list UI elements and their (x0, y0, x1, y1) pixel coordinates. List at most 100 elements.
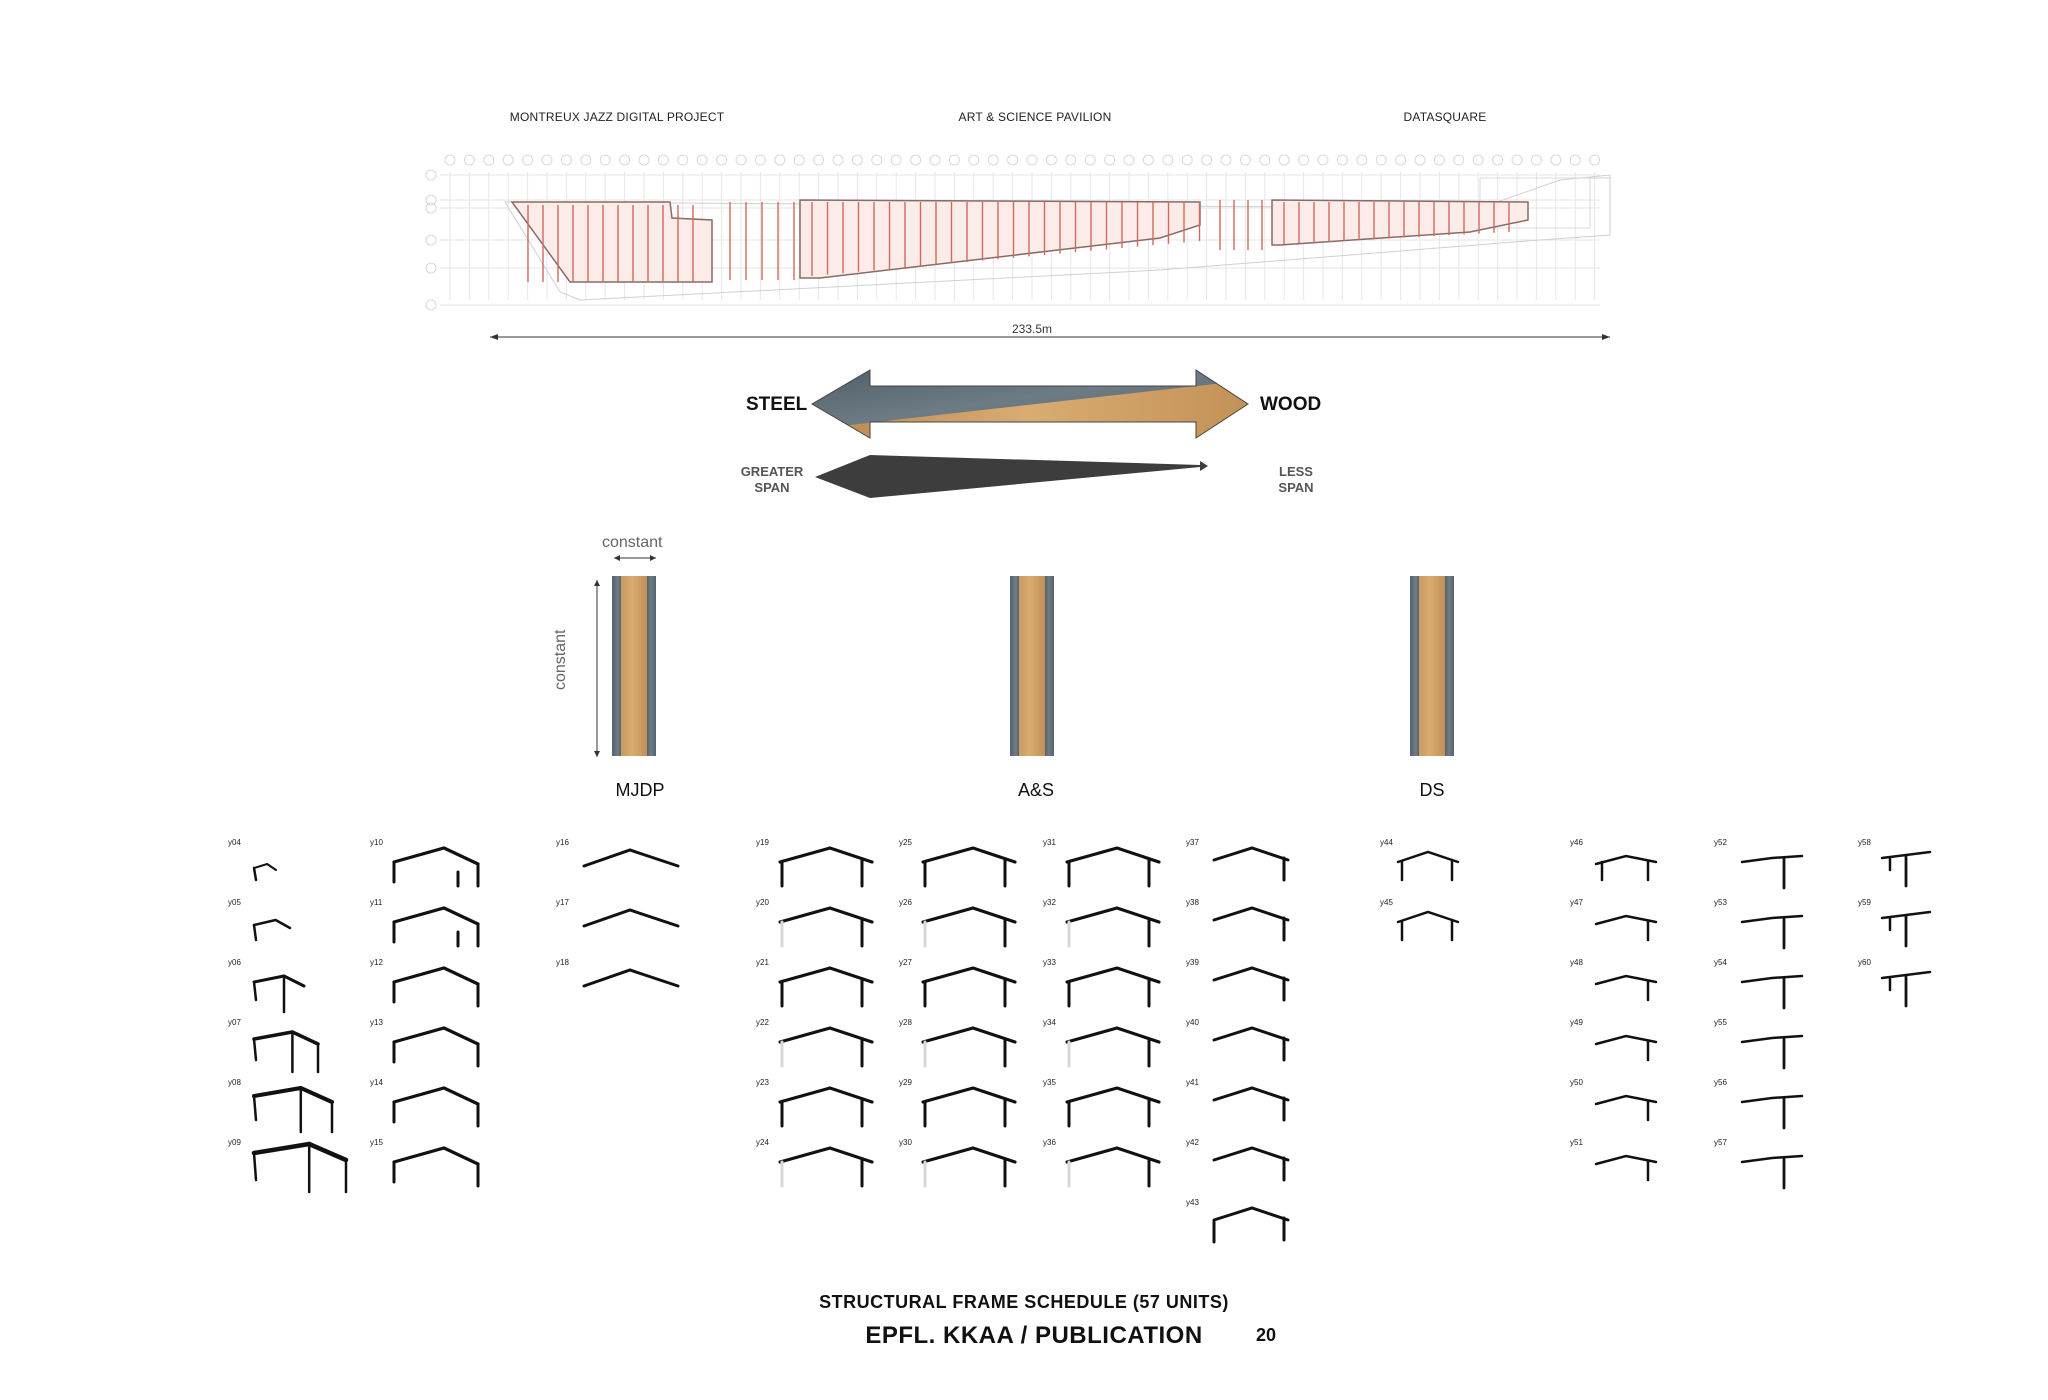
building-datasquare (1271, 199, 1529, 246)
frame-profile (1065, 1146, 1161, 1188)
frame-label: y21 (756, 958, 769, 967)
frame-label: y43 (1186, 1198, 1199, 1207)
frame-label: y27 (899, 958, 912, 967)
frame-profile (392, 1146, 480, 1188)
frame-label: y47 (1570, 898, 1583, 907)
frame-profile (392, 846, 480, 888)
frame-profile (252, 862, 277, 882)
frame-label: y13 (370, 1018, 383, 1027)
frame-profile (252, 1085, 334, 1134)
frame-label: y52 (1714, 838, 1727, 847)
frame-label: y53 (1714, 898, 1727, 907)
frame-label: y37 (1186, 838, 1199, 847)
frame-label: y50 (1570, 1078, 1583, 1087)
frame-label: y42 (1186, 1138, 1199, 1147)
column-section-mjdp (612, 576, 656, 756)
greater-span-label: GREATER SPAN (740, 464, 804, 495)
frame-profile (1065, 1086, 1161, 1128)
frame-profile (778, 906, 874, 948)
frame-label: y45 (1380, 898, 1393, 907)
frame-profile (778, 966, 874, 1008)
frame-label: y05 (228, 898, 241, 907)
frame-label: y16 (556, 838, 569, 847)
frame-label: y46 (1570, 838, 1583, 847)
column-label-art-science: A&S (1017, 780, 1055, 800)
constant-height-label: constant (552, 629, 569, 690)
frame-label: y35 (1043, 1078, 1056, 1087)
project-label-art-science: ART & SCIENCE PAVILION (958, 110, 1112, 124)
frame-profile (1065, 1026, 1161, 1068)
frame-label: y32 (1043, 898, 1056, 907)
project-label-datasquare: DATASQUARE (1403, 110, 1487, 124)
frame-label: y09 (228, 1138, 241, 1147)
frame-profile (252, 918, 292, 942)
frame-profile (392, 1026, 480, 1068)
frame-profile (778, 1086, 874, 1128)
frame-label: y49 (1570, 1018, 1583, 1027)
frame-profile (1212, 966, 1290, 1002)
frame-label: y17 (556, 898, 569, 907)
grid-bubbles (425, 154, 1600, 311)
frame-profile (1594, 974, 1658, 1002)
frame-label: y26 (899, 898, 912, 907)
constant-width-label: constant (602, 534, 663, 551)
frame-label: y41 (1186, 1078, 1199, 1087)
frame-label: y31 (1043, 838, 1056, 847)
less-span-label: LESS SPAN (1278, 464, 1314, 495)
frame-profile (778, 1146, 874, 1188)
frame-label: y23 (756, 1078, 769, 1087)
frame-profile (1212, 846, 1290, 882)
frame-label: y06 (228, 958, 241, 967)
frame-profile (1740, 1034, 1804, 1070)
frame-label: y51 (1570, 1138, 1583, 1147)
frame-label: y57 (1714, 1138, 1727, 1147)
frame-label: y39 (1186, 958, 1199, 967)
frame-label: y33 (1043, 958, 1056, 967)
frame-label: y44 (1380, 838, 1393, 847)
material-steel-label: STEEL (746, 394, 808, 415)
span-arrow (815, 455, 1208, 498)
frame-profile (921, 906, 1017, 948)
site-plan (425, 154, 1611, 340)
frame-profile (582, 908, 680, 928)
building-art-science (799, 199, 1201, 279)
frame-profile (778, 846, 874, 888)
frame-profile (921, 1146, 1017, 1188)
frame-label: y30 (899, 1138, 912, 1147)
frame-profile (1212, 1086, 1290, 1122)
frame-profile (1880, 970, 1932, 1008)
frame-label: y15 (370, 1138, 383, 1147)
building-mjdp (510, 201, 713, 283)
frame-label: y11 (370, 898, 383, 907)
frame-label: y56 (1714, 1078, 1727, 1087)
column-label-datasquare: DS (1419, 780, 1445, 800)
frame-label: y10 (370, 838, 383, 847)
page-number: 20 (1256, 1325, 1277, 1345)
column-section-art-science (1010, 576, 1054, 756)
frame-label: y36 (1043, 1138, 1056, 1147)
frame-profile (1740, 974, 1804, 1010)
frame-profile (1594, 914, 1658, 942)
frame-profile (1065, 906, 1161, 948)
frame-profile (1396, 910, 1460, 942)
column-label-mjdp: MJDP (615, 780, 665, 800)
frame-profile (582, 848, 680, 868)
frame-profile (252, 974, 306, 1014)
frame-profile (1594, 1034, 1658, 1062)
frame-profile (392, 966, 480, 1008)
frame-profile (1740, 1154, 1804, 1190)
frame-label: y59 (1858, 898, 1871, 907)
frame-profile (1396, 850, 1460, 882)
frame-profile (1065, 846, 1161, 888)
schedule-title: STRUCTURAL FRAME SCHEDULE (57 UNITS) (819, 1292, 1229, 1312)
frame-profile (252, 1030, 320, 1074)
frame-label: y12 (370, 958, 383, 967)
frame-profile (1212, 1206, 1290, 1244)
frame-label: y34 (1043, 1018, 1056, 1027)
frame-label: y18 (556, 958, 569, 967)
frame-profile (921, 1026, 1017, 1068)
frame-profile (1212, 1146, 1290, 1182)
frame-label: y20 (756, 898, 769, 907)
frame-label: y60 (1858, 958, 1871, 967)
frame-profile (921, 1086, 1017, 1128)
